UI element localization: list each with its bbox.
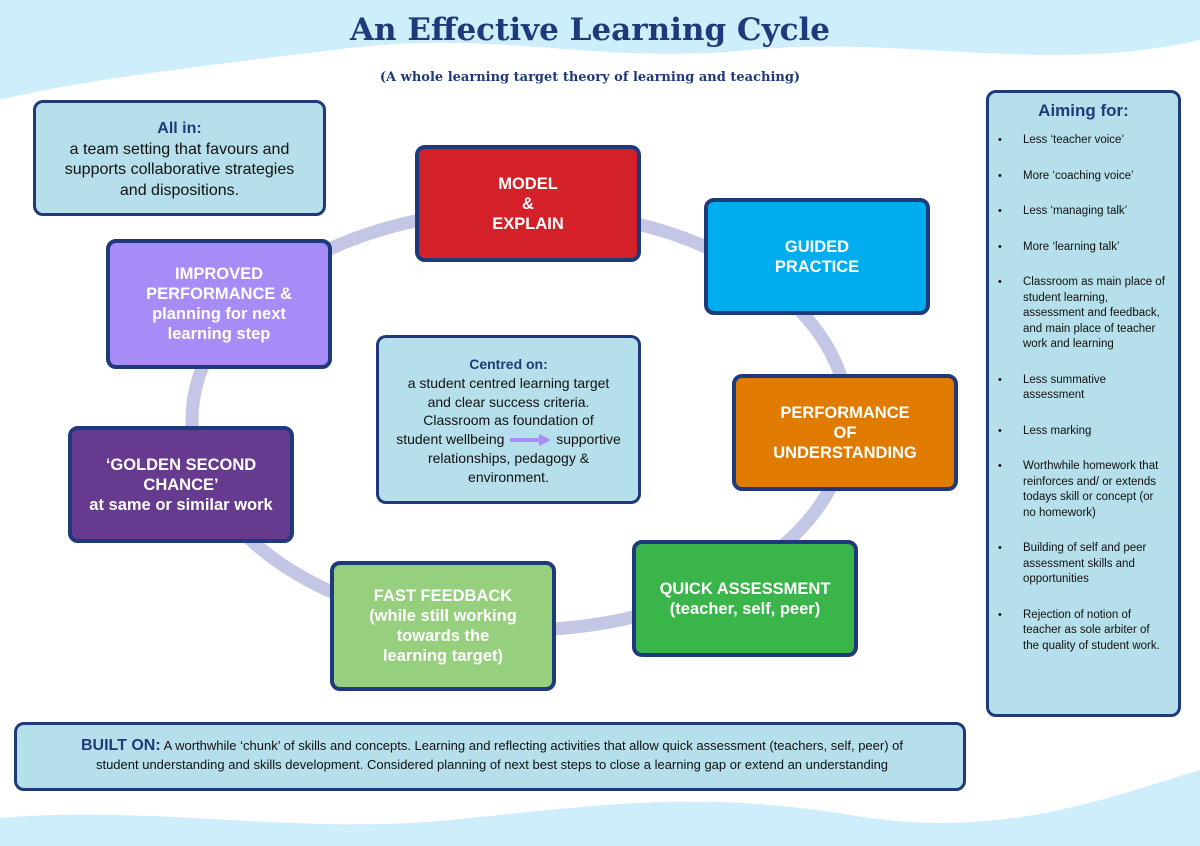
- fast-feedback-box: FAST FEEDBACK (while still working towar…: [330, 561, 556, 691]
- guided-practice-box: GUIDED PRACTICE: [704, 198, 930, 315]
- model-line-1: MODEL: [498, 174, 558, 193]
- built-on-line-2: student understanding and skills develop…: [95, 757, 889, 772]
- improved-performance-box: IMPROVED PERFORMANCE & planning for next…: [106, 239, 332, 369]
- wellbeing-left-text: student wellbeing: [396, 431, 505, 448]
- list-item: Rejection of notion of teacher as sole a…: [989, 608, 1178, 655]
- page-subtitle: (A whole learning target theory of learn…: [379, 70, 801, 85]
- list-item: Building of self and peer assessment ski…: [989, 541, 1178, 588]
- all-in-line-2: supports collaborative strategies: [64, 161, 295, 178]
- aiming-for-list: Less ‘teacher voice’ More ‘coaching voic…: [989, 133, 1178, 654]
- fast-line-2: (while still working: [369, 607, 517, 625]
- aiming-for-panel: Aiming for: Less ‘teacher voice’ More ‘c…: [986, 90, 1181, 717]
- performance-line-2: OF: [833, 423, 857, 442]
- top-wave: [0, 0, 1200, 100]
- guided-line-1: GUIDED: [784, 237, 850, 256]
- fast-line-4: learning target): [382, 647, 504, 665]
- list-item: Less ‘teacher voice’: [989, 133, 1178, 149]
- centred-on-line-3: Classroom as foundation of: [423, 412, 594, 429]
- centred-on-line-5: relationships, pedagogy &: [427, 449, 590, 466]
- quick-line-1: QUICK ASSESSMENT: [659, 579, 831, 598]
- built-on-box: BUILT ON: A worthwhile ‘chunk’ of skills…: [14, 722, 966, 791]
- centred-on-heading: Centred on:: [469, 356, 548, 372]
- list-item: Less ‘managing talk’: [989, 204, 1178, 220]
- guided-line-2: PRACTICE: [774, 257, 860, 276]
- centred-on-line-1: a student centred learning target: [407, 374, 610, 391]
- quick-assessment-box: QUICK ASSESSMENT (teacher, self, peer): [632, 540, 858, 657]
- golden-line-3: at same or similar work: [89, 495, 273, 514]
- built-on-label: BUILT ON:: [80, 737, 161, 754]
- list-item: Worthwhile homework that reinforces and/…: [989, 459, 1178, 521]
- performance-line-1: PERFORMANCE: [780, 403, 910, 422]
- list-item: Less summative assessment: [989, 373, 1178, 404]
- centred-on-line-4: student wellbeing supportive: [379, 430, 638, 449]
- list-item: Less marking: [989, 424, 1178, 440]
- list-item: Classroom as main place of student learn…: [989, 275, 1178, 353]
- model-explain-box: MODEL & EXPLAIN: [415, 145, 641, 262]
- improved-line-2: PERFORMANCE &: [146, 285, 292, 303]
- golden-second-chance-box: ‘GOLDEN SECOND CHANCE’ at same or simila…: [68, 426, 294, 543]
- improved-line-4: learning step: [167, 325, 271, 343]
- golden-line-2: CHANCE’: [143, 475, 219, 494]
- golden-line-1: ‘GOLDEN SECOND: [105, 455, 257, 474]
- all-in-heading: All in:: [157, 120, 202, 137]
- centred-on-line-6: environment.: [468, 468, 549, 485]
- fast-line-3: towards the: [396, 627, 490, 645]
- all-in-box: All in: a team setting that favours and …: [33, 100, 326, 216]
- page-title: An Effective Learning Cycle: [349, 12, 830, 48]
- model-line-2: &: [522, 194, 534, 213]
- list-item: More ‘learning talk’: [989, 240, 1178, 256]
- bottom-wave: [0, 770, 1200, 846]
- list-item: More ‘coaching voice’: [989, 169, 1178, 185]
- wellbeing-right-text: supportive: [556, 431, 621, 448]
- performance-line-3: UNDERSTANDING: [773, 443, 917, 462]
- centred-on-box: Centred on: a student centred learning t…: [376, 335, 641, 504]
- aiming-for-heading: Aiming for:: [1038, 101, 1129, 120]
- improved-line-1: IMPROVED: [174, 265, 263, 283]
- quick-line-2: (teacher, self, peer): [669, 599, 821, 618]
- centred-on-line-2: and clear success criteria.: [427, 393, 590, 410]
- performance-understanding-box: PERFORMANCE OF UNDERSTANDING: [732, 374, 958, 491]
- model-line-3: EXPLAIN: [492, 214, 564, 233]
- right-arrow-icon: [510, 434, 552, 447]
- improved-line-3: planning for next: [152, 305, 286, 323]
- fast-line-1: FAST FEEDBACK: [373, 587, 513, 605]
- built-on-line-1: A worthwhile ‘chunk’ of skills and conce…: [163, 738, 904, 753]
- all-in-line-1: a team setting that favours and: [69, 140, 290, 158]
- all-in-line-3: and dispositions.: [119, 181, 240, 199]
